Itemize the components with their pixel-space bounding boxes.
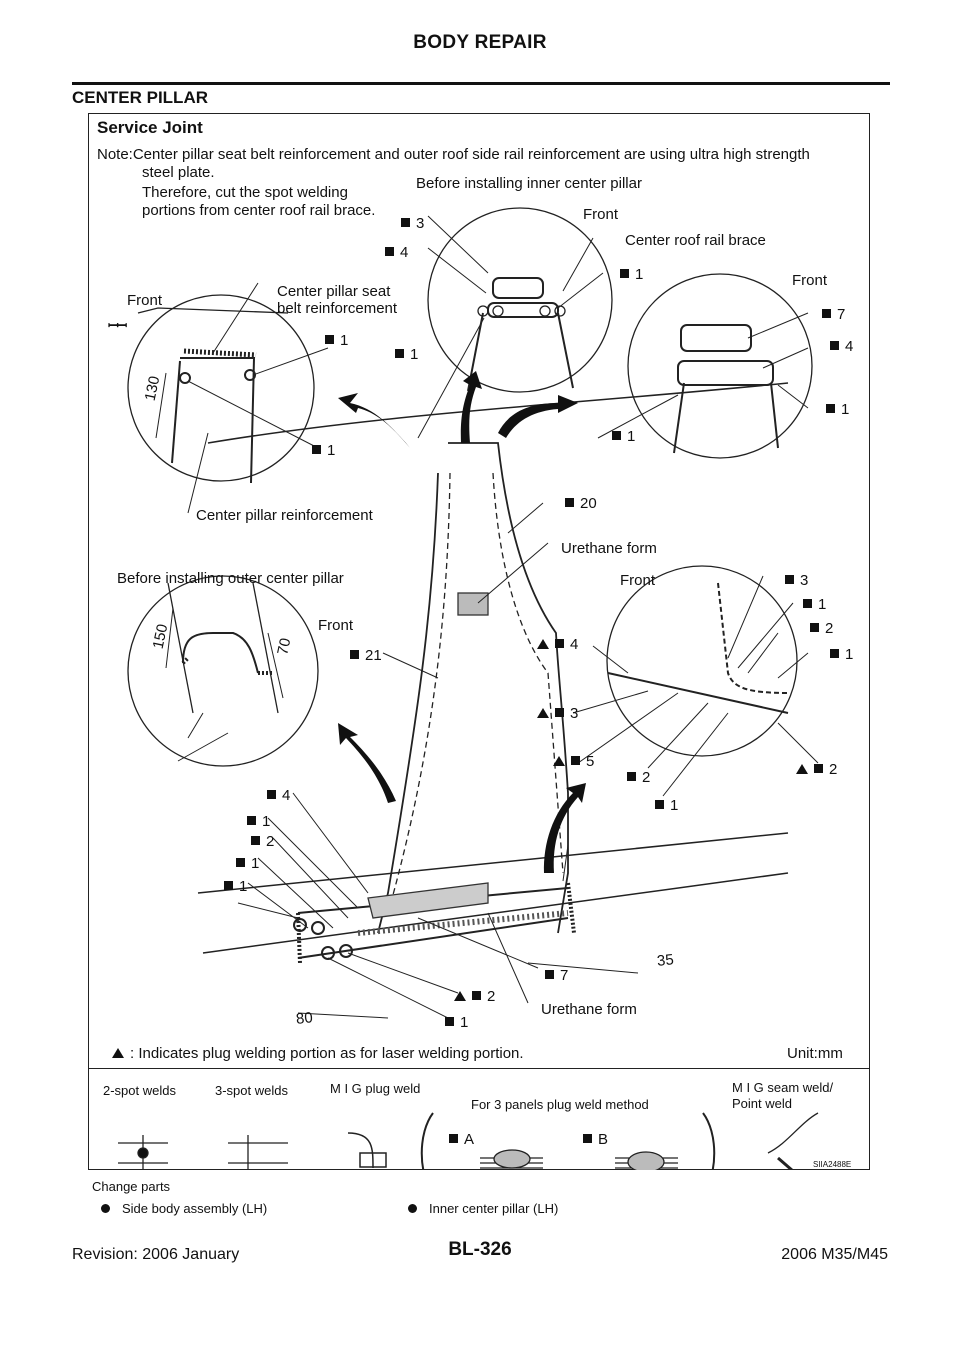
change-part-label: Inner center pillar (LH): [429, 1201, 559, 1216]
symbol-two-spot: 2-spot welds: [103, 1083, 176, 1098]
plug-weld-callout: 2: [796, 761, 837, 778]
plug-weld-callout: 4: [537, 636, 578, 653]
label-cp-seat-belt-1: Center pillar seat: [277, 283, 391, 300]
label-cp-reinforcement: Center pillar reinforcement: [196, 507, 373, 524]
direction-arrows: [338, 371, 586, 873]
weld-callout: 1: [445, 1014, 468, 1031]
note-line-4: portions from center roof rail brace.: [142, 202, 376, 219]
weld-callout: 7: [545, 967, 568, 984]
weld-callout: 3: [401, 215, 424, 232]
weld-callout: 4: [385, 244, 408, 261]
legend-note: : Indicates plug welding portion as for …: [112, 1045, 524, 1062]
symbol-mig-seam-2: Point weld: [732, 1096, 792, 1111]
seam-weld-icon: ꟷꟷ: [108, 318, 127, 333]
dim-70: 70: [274, 636, 295, 657]
symbol-three-spot: 3-spot welds: [215, 1083, 288, 1098]
weld-callout: 2: [627, 769, 650, 786]
weld-callout: 3: [785, 572, 808, 589]
footer-revision: Revision: 2006 January: [72, 1246, 240, 1263]
label-front-left: Front: [127, 292, 163, 309]
weld-callout: 1: [325, 332, 348, 349]
detail-circle-sill: [606, 565, 798, 757]
dim-35: 35: [656, 951, 675, 970]
label-before-outer: Before installing outer center pillar: [117, 570, 344, 587]
weld-callout: 1: [247, 813, 270, 830]
weld-callout: 1: [830, 646, 853, 663]
center-pillar-diagram: [118, 207, 819, 1170]
note-line-1: Note:Center pillar seat belt reinforceme…: [97, 146, 810, 163]
weld-callout: 1: [612, 428, 635, 445]
symbol-method-a: A: [449, 1131, 474, 1148]
weld-callout: 1: [395, 346, 418, 363]
plug-weld-callout: 2: [454, 988, 495, 1005]
label-cp-seat-belt-2: belt reinforcement: [277, 300, 398, 317]
weld-callout: 2: [251, 833, 274, 850]
weld-callout: 20: [565, 495, 597, 512]
symbol-legend-frame: [88, 1069, 870, 1170]
detail-circle-seat-belt: [127, 294, 315, 484]
weld-callout-num: 3: [555, 705, 578, 722]
weld-callout-num: 5: [571, 753, 594, 770]
symbol-method-b: B: [583, 1131, 608, 1148]
weld-callout: 1: [620, 266, 643, 283]
symbol-mig-plug: M I G plug weld: [330, 1081, 421, 1096]
weld-callout: 1: [236, 855, 259, 872]
label-front-right: Front: [792, 272, 828, 289]
header-rule: [72, 82, 890, 85]
weld-callout: 7: [822, 306, 845, 323]
weld-callout: 2: [810, 620, 833, 637]
label-front-mid-right: Front: [620, 572, 656, 589]
change-parts-heading: Change parts: [92, 1179, 171, 1194]
weld-callout: 21: [350, 647, 382, 664]
page-header: BODY REPAIR: [413, 32, 547, 53]
detail-circle-inner-pillar: [427, 207, 613, 393]
figure-title: Service Joint: [97, 118, 203, 137]
weld-callout: 4: [267, 787, 290, 804]
change-part-label: Side body assembly (LH): [122, 1201, 268, 1216]
symbol-three-panels: For 3 panels plug weld method: [471, 1097, 649, 1112]
weld-callout: 1: [655, 797, 678, 814]
label-front-mid-left: Front: [318, 617, 354, 634]
detail-circle-outer-pillar: [127, 575, 319, 767]
dimension-lines: [155, 372, 639, 1019]
label-front-top: Front: [583, 206, 619, 223]
note-line-3: Therefore, cut the spot welding: [142, 184, 348, 201]
weld-callout: 1: [803, 596, 826, 613]
main-pillar: [197, 382, 789, 964]
figure-frame: [88, 113, 870, 1069]
footer-model: 2006 M35/M45: [781, 1246, 888, 1263]
section-title: CENTER PILLAR: [72, 88, 208, 107]
weld-callout-num: 2: [472, 988, 495, 1005]
page-number: BL-326: [448, 1239, 512, 1260]
weld-callout: 1: [224, 878, 247, 895]
weld-callout: 1: [826, 401, 849, 418]
plug-weld-callout: 3: [537, 705, 578, 722]
weld-callout-num: 4: [555, 636, 578, 653]
figure-id: SIIA2488E: [813, 1160, 852, 1169]
dim-80: 80: [295, 1009, 314, 1028]
label-urethane-form-top: Urethane form: [561, 540, 657, 557]
label-center-roof-rail-brace: Center roof rail brace: [625, 232, 766, 249]
weld-callout: 4: [830, 338, 853, 355]
weld-callout: 1: [312, 442, 335, 459]
plug-weld-callout: 5: [553, 753, 594, 770]
unit-label: Unit:mm: [787, 1045, 843, 1062]
weld-callout-num: 2: [814, 761, 837, 778]
leader-lines: [177, 215, 819, 1019]
change-part-item: Side body assembly (LH): [101, 1201, 267, 1216]
label-before-inner: Before installing inner center pillar: [416, 175, 642, 192]
detail-circle-roof-brace: [627, 273, 813, 459]
symbol-mig-seam-1: M I G seam weld/: [732, 1080, 834, 1095]
note-line-2: steel plate.: [142, 164, 215, 181]
change-part-item: Inner center pillar (LH): [408, 1201, 558, 1216]
legend-symbols: [118, 1112, 819, 1170]
label-urethane-form-bottom: Urethane form: [541, 1001, 637, 1018]
